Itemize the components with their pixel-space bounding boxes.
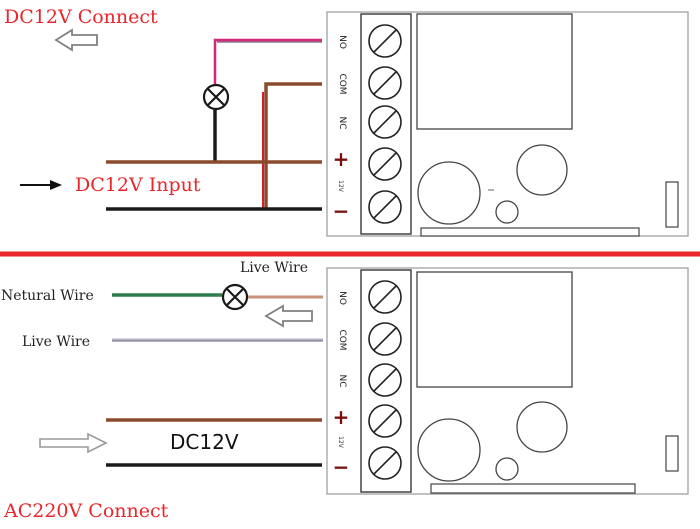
relay-module — [416, 13, 573, 130]
capacitor-round — [417, 418, 481, 482]
relay-module — [416, 271, 573, 388]
top-wiring — [106, 38, 322, 211]
terminal-label-plus: + — [333, 405, 350, 429]
antenna-slot — [665, 181, 679, 228]
arrow-right-icon — [39, 432, 108, 454]
pin-header — [430, 483, 636, 494]
terminal-label-minus: − — [333, 199, 350, 223]
terminal-label-com: COM — [337, 73, 347, 94]
terminal-label-no: NO — [337, 291, 347, 305]
terminal-label-nc: NC — [337, 116, 347, 129]
wire-com-brown — [264, 82, 322, 209]
capacitor-small — [495, 200, 519, 224]
terminal-label-12v: 12V — [337, 436, 344, 449]
neutral-wire-label: Netural Wire — [1, 288, 94, 304]
bottom-title: AC220V Connect — [3, 500, 169, 522]
screw-terminals — [368, 280, 402, 480]
bottom-wiring — [106, 283, 323, 467]
capacitor-large — [516, 401, 568, 453]
top-input-label: DC12V Input — [75, 174, 201, 196]
live-wire-top-label: Live Wire — [240, 260, 308, 276]
terminal-label-minus: − — [333, 455, 350, 479]
capacitor-small — [495, 457, 519, 481]
terminal-label-nc: NC — [337, 374, 347, 387]
dc-voltage-label: DC12V — [170, 430, 239, 454]
terminal-label-no: NO — [337, 35, 347, 49]
screw-terminals — [368, 24, 402, 224]
relay-board-bottom: NO COM NC + 12V − — [326, 267, 689, 495]
pin-header — [420, 227, 640, 237]
antenna-slot — [665, 435, 679, 472]
capacitor-round — [417, 161, 481, 225]
terminal-label-plus: + — [333, 147, 350, 171]
live-wire-left-label: Live Wire — [22, 334, 90, 350]
top-title: DC12V Connect — [4, 6, 158, 28]
arrow-left-icon — [264, 304, 313, 328]
arrow-left-icon — [54, 28, 98, 52]
capacitor-large — [516, 144, 568, 196]
terminal-label-com: COM — [337, 329, 347, 350]
wire-no-pink — [213, 38, 322, 84]
relay-board-top: NO COM NC + 12V − — [326, 11, 689, 237]
terminal-label-12v: 12V — [337, 180, 344, 193]
